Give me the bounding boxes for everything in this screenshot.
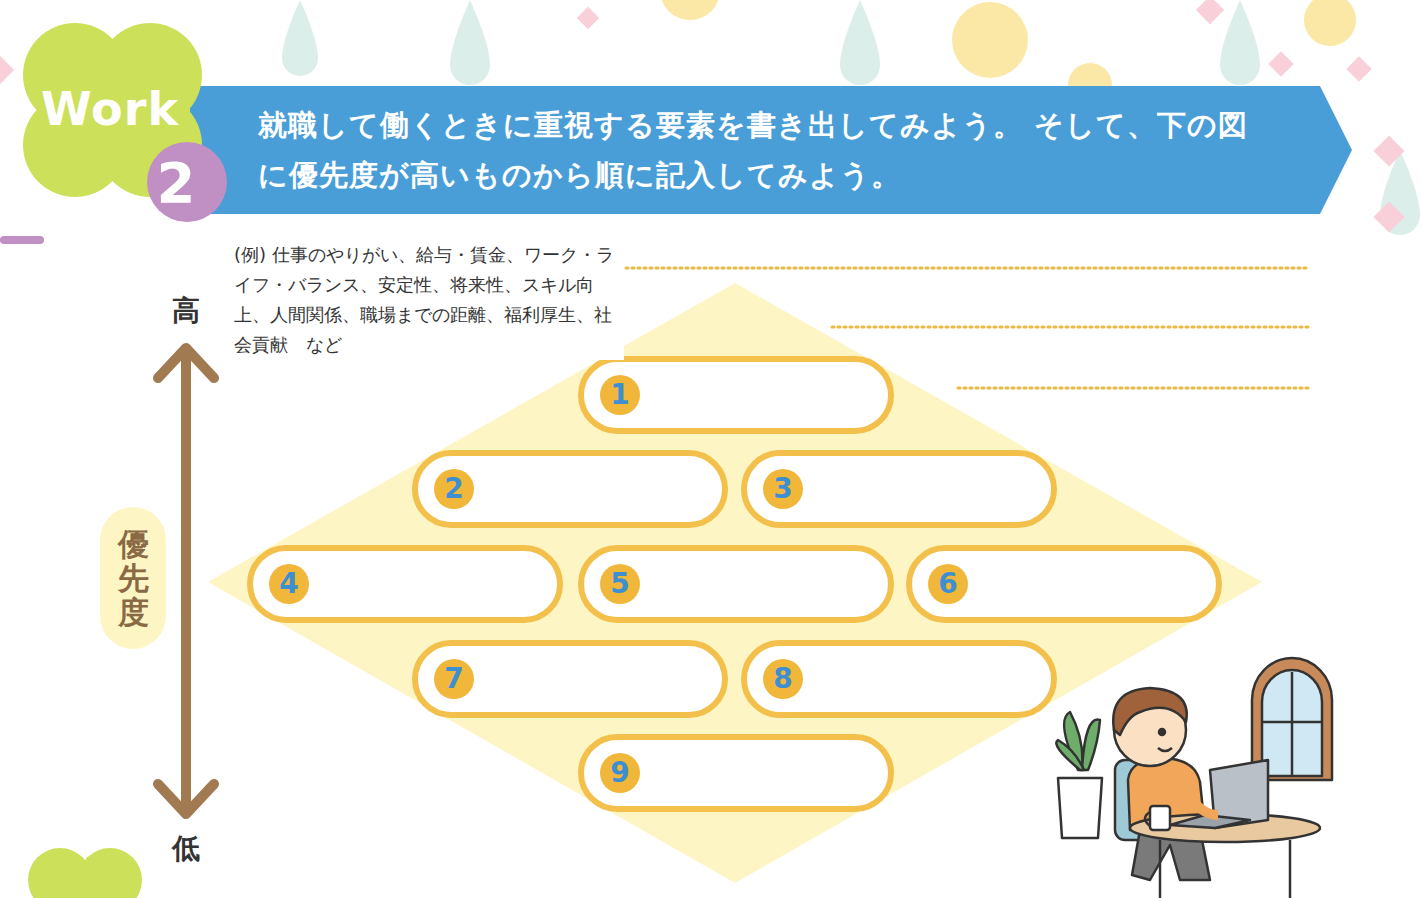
callout-number: 7 (434, 659, 474, 699)
title-text: 就職して働くときに重視する要素を書き出してみよう。 そして、下の図に優先度が高い… (258, 100, 1278, 200)
answer-box: 2 (412, 450, 728, 528)
callout-number: 6 (928, 564, 968, 604)
answer-box: 7 (412, 640, 728, 718)
accent-bar (0, 236, 44, 244)
badge-number: 2 (146, 148, 206, 218)
example-note: (例) 仕事のやりがい、給与・賃金、ワーク・ライフ・バランス、安定性、将来性、ス… (234, 240, 624, 360)
priority-arrow (158, 348, 214, 814)
answer-box: 8 (741, 640, 1057, 718)
answer-box: 9 (578, 734, 894, 812)
callout-number: 5 (600, 564, 640, 604)
callout-number: 2 (434, 469, 474, 509)
callout-number: 8 (763, 659, 803, 699)
priority-diamond (208, 283, 1262, 883)
answer-box: 3 (741, 450, 1057, 528)
answer-box: 4 (247, 545, 563, 623)
work-badge: Work 2 (0, 0, 230, 230)
answer-box: 1 (578, 356, 894, 434)
badge-label: Work (20, 82, 200, 136)
axis-high: 高 (166, 292, 206, 330)
axis-low: 低 (166, 830, 206, 868)
clover-corner (28, 848, 142, 898)
callout-number: 1 (600, 375, 640, 415)
callout-number: 3 (763, 469, 803, 509)
priority-band: 優先度 (100, 507, 166, 649)
background-pattern (0, 0, 1420, 235)
answer-box: 5 (578, 545, 894, 623)
callout-number: 9 (600, 753, 640, 793)
callout-number: 4 (269, 564, 309, 604)
answer-box: 6 (906, 545, 1222, 623)
title-banner (180, 86, 1352, 214)
axis-title: 優先度 (118, 527, 149, 629)
number-badge (147, 142, 227, 222)
person-illustration (1056, 658, 1332, 898)
